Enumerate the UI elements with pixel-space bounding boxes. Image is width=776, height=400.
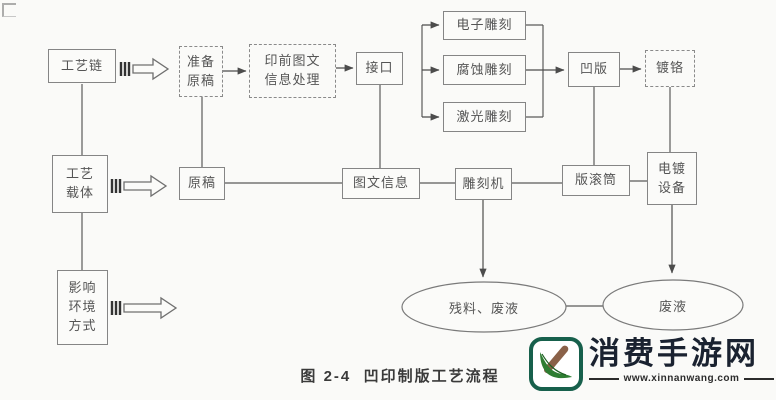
block-arrow-env-impact-icon: [110, 296, 178, 320]
site-watermark: 消费手游网 www.xinnanwang.com: [529, 336, 774, 399]
left-dash-line: [589, 377, 619, 380]
node-graphic-info: 图文信息: [342, 168, 420, 199]
watermark-url-row: www.xinnanwang.com: [589, 373, 774, 384]
label-waste-liquid: 废液: [658, 298, 687, 314]
leaf-stick-logo-icon: [529, 337, 583, 391]
residue-waste-ellipse: [401, 281, 567, 333]
node-electronic-engraving: 电子雕刻: [443, 11, 526, 40]
node-process-chain: 工艺链: [48, 49, 116, 83]
node-original: 原稿: [179, 167, 225, 200]
arrow-lines: [223, 21, 676, 278]
node-env-impact: 影响 环境 方式: [57, 270, 108, 345]
watermark-site-url: www.xinnanwang.com: [623, 373, 740, 385]
node-electroplating-equipment: 电镀 设备: [647, 152, 697, 205]
node-process-carrier: 工艺 载体: [52, 155, 108, 213]
node-prepare-original: 准备 原稿: [179, 46, 223, 97]
block-arrow-process-carrier-icon: [110, 174, 168, 198]
watermark-site-name: 消费手游网: [589, 336, 759, 371]
node-chrome-plating: 镀铬: [645, 50, 695, 87]
figure-caption: 图 2-4 凹印制版工艺流程: [300, 368, 500, 385]
node-engraving-machine: 雕刻机: [455, 168, 512, 200]
node-prepress-processing: 印前图文 信息处理: [249, 44, 336, 98]
waste-liquid-ellipse: [602, 279, 744, 331]
node-interface: 接口: [356, 52, 403, 85]
scan-artifact: [2, 3, 16, 17]
right-dash-line: [744, 377, 774, 380]
label-residue-waste: 残料、废液: [448, 300, 519, 316]
node-gravure-plate: 凹版: [568, 52, 620, 87]
node-plate-cylinder: 版滚筒: [562, 165, 630, 196]
node-laser-engraving: 激光雕刻: [443, 102, 526, 132]
block-arrow-process-chain-icon: [119, 57, 170, 81]
connector-lines: [81, 24, 671, 307]
node-etching-engraving: 腐蚀雕刻: [443, 55, 526, 85]
